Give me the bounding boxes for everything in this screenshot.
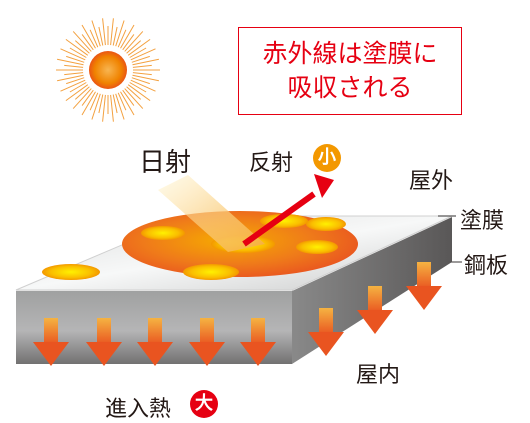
sun-ray [65, 38, 89, 56]
sun-ray [64, 72, 84, 76]
sun-ray [81, 24, 96, 49]
label-indoor: 屋内 [356, 363, 401, 388]
sun-ray [122, 89, 135, 106]
sun-ray [81, 34, 94, 51]
label-coating: 塗膜 [460, 209, 505, 234]
heat-large-badge: 大 [190, 390, 218, 418]
sun-ray [56, 74, 84, 82]
sun-ray [115, 93, 125, 120]
sun-ray [110, 94, 114, 122]
sun-ray [72, 31, 92, 52]
sun-ray [122, 34, 135, 51]
sun-ray [65, 84, 89, 102]
sun-ray [132, 72, 152, 76]
sun-ray [124, 31, 144, 52]
sun-ray [74, 86, 90, 100]
sun-ray [74, 40, 90, 54]
label-outdoor: 屋外 [409, 169, 454, 194]
sun-ray [60, 79, 86, 92]
sun-ray [115, 20, 125, 47]
sun-ray [56, 58, 84, 66]
sun-ray [131, 77, 150, 85]
infrared-absorption-callout: 赤外線は塗膜に 吸収される [238, 27, 462, 115]
sun-ray [98, 26, 104, 46]
sun-ray [102, 94, 106, 122]
sun-ray [112, 26, 118, 46]
sun-ray [127, 84, 151, 102]
sun-ray [91, 20, 101, 47]
sun-ray [120, 24, 135, 49]
sun-ray [112, 94, 118, 114]
sun-ray [129, 82, 147, 93]
sun-ray [126, 86, 142, 100]
sun-ray [132, 74, 160, 82]
sun-ray [81, 91, 96, 116]
sun-ray [69, 82, 87, 93]
sun-ray [60, 48, 86, 61]
sun-ray [130, 79, 156, 92]
sun-ray [110, 18, 114, 46]
sun-ray [98, 94, 104, 114]
sun-ray [64, 64, 84, 68]
sun-ray [89, 92, 99, 111]
label-sunlight: 日射 [139, 148, 192, 178]
sun-ray [66, 77, 85, 85]
sun-ray [89, 29, 99, 48]
label-steel-plate: 鋼板 [464, 254, 509, 279]
sun-ray [129, 47, 147, 58]
sun-ray [66, 55, 85, 63]
callout-line-2: 吸収される [287, 73, 413, 102]
sun-ray [117, 29, 127, 48]
sun-icon [56, 18, 160, 122]
label-heat-entry: 進入熱 [105, 397, 172, 422]
sunlight-beam [158, 175, 265, 252]
sun-ray [127, 38, 151, 56]
sun-ray [81, 89, 94, 106]
sun-ray [102, 18, 106, 46]
sun-ray [69, 47, 87, 58]
sun-ray [120, 91, 135, 116]
sun-ray [132, 58, 160, 66]
reflection-small-badge: 小 [313, 144, 341, 172]
reflection-arrow-icon [242, 174, 334, 247]
sun-ray [131, 55, 150, 63]
sun-ray [124, 88, 144, 109]
sun-ray [72, 88, 92, 109]
sun-ray [91, 93, 101, 120]
sun-ray [117, 92, 127, 111]
sun-ray [132, 64, 152, 68]
label-reflection: 反射 [249, 151, 294, 176]
sun-ray [130, 48, 156, 61]
sun-ray [126, 40, 142, 54]
callout-line-1: 赤外線は塗膜に [262, 39, 438, 68]
